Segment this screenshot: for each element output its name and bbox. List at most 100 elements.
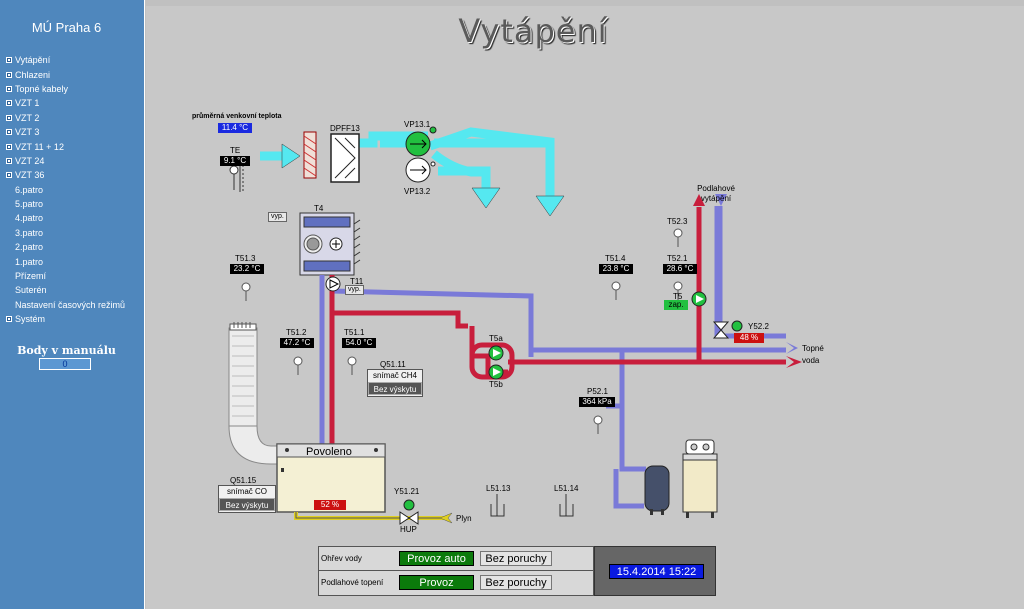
sidebar-item-label: VZT 36	[15, 170, 45, 181]
status-row-floor: Podlahové topení Provoz Bez poruchy	[319, 571, 593, 595]
expand-icon[interactable]	[6, 157, 12, 164]
temperature-probe-icon	[593, 415, 603, 425]
return-arrow	[786, 342, 798, 354]
clock-panel: 15.4.2014 15:22	[594, 546, 716, 596]
floor-up-arrow	[693, 194, 705, 206]
dpff13-label: DPFF13	[330, 124, 360, 133]
sidebar-item[interactable]: 5.patro	[6, 197, 125, 211]
hup-label: HUP	[400, 525, 417, 534]
floor-heating-label-1: Podlahové	[697, 184, 735, 193]
expand-icon[interactable]	[6, 57, 12, 64]
expand-icon[interactable]	[6, 143, 12, 150]
sidebar-item-label: VZT 2	[15, 112, 40, 123]
expansion-tank	[644, 465, 670, 512]
co-sensor-status[interactable]: Bez výskytu	[219, 498, 275, 511]
sidebar-item[interactable]: Nastavení časových režimů	[6, 298, 125, 312]
te-value: 9.1 °C	[220, 156, 250, 166]
sidebar-item[interactable]: VZT 1	[6, 96, 125, 110]
expand-icon[interactable]	[6, 100, 12, 107]
sidebar-item[interactable]: Vytápění	[6, 53, 125, 67]
vp13-1-label: VP13.1	[404, 120, 431, 129]
sidebar-item[interactable]: 3.patro	[6, 226, 125, 240]
temperature-probe-icon	[293, 356, 303, 366]
t51-3-label: T51.3	[235, 254, 256, 263]
site-title: MÚ Praha 6	[31, 20, 102, 35]
sidebar-item[interactable]: Chlazeni	[6, 67, 125, 81]
sidebar-item[interactable]: Topné kabely	[6, 82, 125, 96]
sidebar-item[interactable]: VZT 2	[6, 111, 125, 125]
gas-pipe	[294, 512, 446, 520]
expand-icon[interactable]	[6, 129, 12, 136]
sidebar-item[interactable]: VZT 36	[6, 168, 125, 182]
expand-icon[interactable]	[6, 172, 12, 179]
t51-2-label: T51.2	[286, 328, 307, 337]
sidebar-item[interactable]: 6.patro	[6, 183, 125, 197]
l51-13-label: L51.13	[486, 484, 511, 493]
t11-mode[interactable]: vyp.	[345, 285, 364, 295]
clock: 15.4.2014 15:22	[609, 564, 704, 579]
manual-points-title: Body v manuálu	[17, 344, 116, 357]
sidebar-item[interactable]: 1.patro	[6, 254, 125, 268]
sidebar-item[interactable]: 4.patro	[6, 211, 125, 225]
l51-14-label: L51.14	[554, 484, 579, 493]
te-label: TE	[230, 146, 241, 155]
t51-4-value: 23.8 °C	[599, 264, 633, 274]
sidebar-item-label: VZT 11 + 12	[15, 141, 64, 152]
air-filter	[303, 131, 317, 179]
temperature-probe-icon	[611, 281, 621, 291]
sidebar-item-label: VZT 3	[15, 127, 40, 138]
floor-down-arrow	[715, 194, 727, 206]
sidebar-item[interactable]: 2.patro	[6, 240, 125, 254]
temperature-probe-icon	[347, 356, 357, 366]
valve-y52-2	[712, 321, 730, 339]
sidebar-item[interactable]: Suterén	[6, 283, 125, 297]
t51-1-value: 54.0 °C	[342, 338, 376, 348]
expand-icon[interactable]	[6, 114, 12, 121]
co-sensor-box: snímač CO Bez výskytu	[218, 485, 276, 513]
supply-pipe	[329, 207, 786, 452]
sidebar-item-label: 5.patro	[15, 199, 44, 210]
status-row-state[interactable]: Provoz auto	[399, 551, 474, 566]
t4-mode[interactable]: vyp.	[268, 212, 287, 222]
hot-water-label-2: voda	[802, 356, 820, 365]
t4-label: T4	[314, 204, 324, 213]
y51-21-label-text: Y51.21	[394, 487, 420, 496]
sidebar-item-label: Systém	[15, 314, 46, 325]
boiler-load: 52 %	[314, 500, 346, 510]
sidebar-item-label: 3.patro	[15, 227, 44, 238]
t51-2-value: 47.2 °C	[280, 338, 314, 348]
status-row-fault[interactable]: Bez poruchy	[480, 575, 552, 590]
gas-valve-y51-21	[399, 511, 419, 525]
sidebar-item-label: Topné kabely	[15, 83, 69, 94]
duct-arrow-in	[281, 143, 301, 169]
sidebar-item[interactable]: Systém	[6, 312, 125, 326]
y52-2-label: Y52.2	[748, 322, 769, 331]
temperature-probe-icon	[673, 228, 683, 238]
ch4-sensor-status[interactable]: Bez výskytu	[368, 382, 422, 395]
page-title: Vytápění	[458, 12, 608, 50]
sidebar-item[interactable]: VZT 24	[6, 154, 125, 168]
expand-icon[interactable]	[6, 316, 12, 323]
status-row-fault[interactable]: Bez poruchy	[480, 551, 552, 566]
ch4-sensor-name: snímač CH4	[372, 371, 417, 380]
t5-state[interactable]: zap.	[664, 300, 688, 310]
vp13-2-label: VP13.2	[404, 187, 431, 196]
outdoor-temp-value: 11.4 °C	[218, 123, 252, 133]
status-row-water: Ohřev vody Provoz auto Bez poruchy	[319, 547, 593, 571]
expand-icon[interactable]	[6, 85, 12, 92]
y52-2-value: 48 %	[734, 333, 764, 343]
q51-15-label: Q51.15	[230, 476, 257, 485]
p52-1-value: 364 kPa	[579, 397, 615, 407]
sidebar-item[interactable]: VZT 11 + 12	[6, 139, 125, 153]
status-row-state[interactable]: Provoz	[399, 575, 474, 590]
sidebar-item[interactable]: Přízemí	[6, 269, 125, 283]
sidebar-item[interactable]: VZT 3	[6, 125, 125, 139]
q51-11-label: Q51.11	[380, 360, 406, 369]
t51-4-label: T51.4	[605, 254, 626, 263]
level-l51-14	[559, 494, 574, 517]
sidebar-item-label: Přízemí	[15, 271, 47, 282]
expand-icon[interactable]	[6, 71, 12, 78]
t51-3-value: 23.2 °C	[230, 264, 264, 274]
sidebar-item-label: Suterén	[15, 285, 47, 296]
